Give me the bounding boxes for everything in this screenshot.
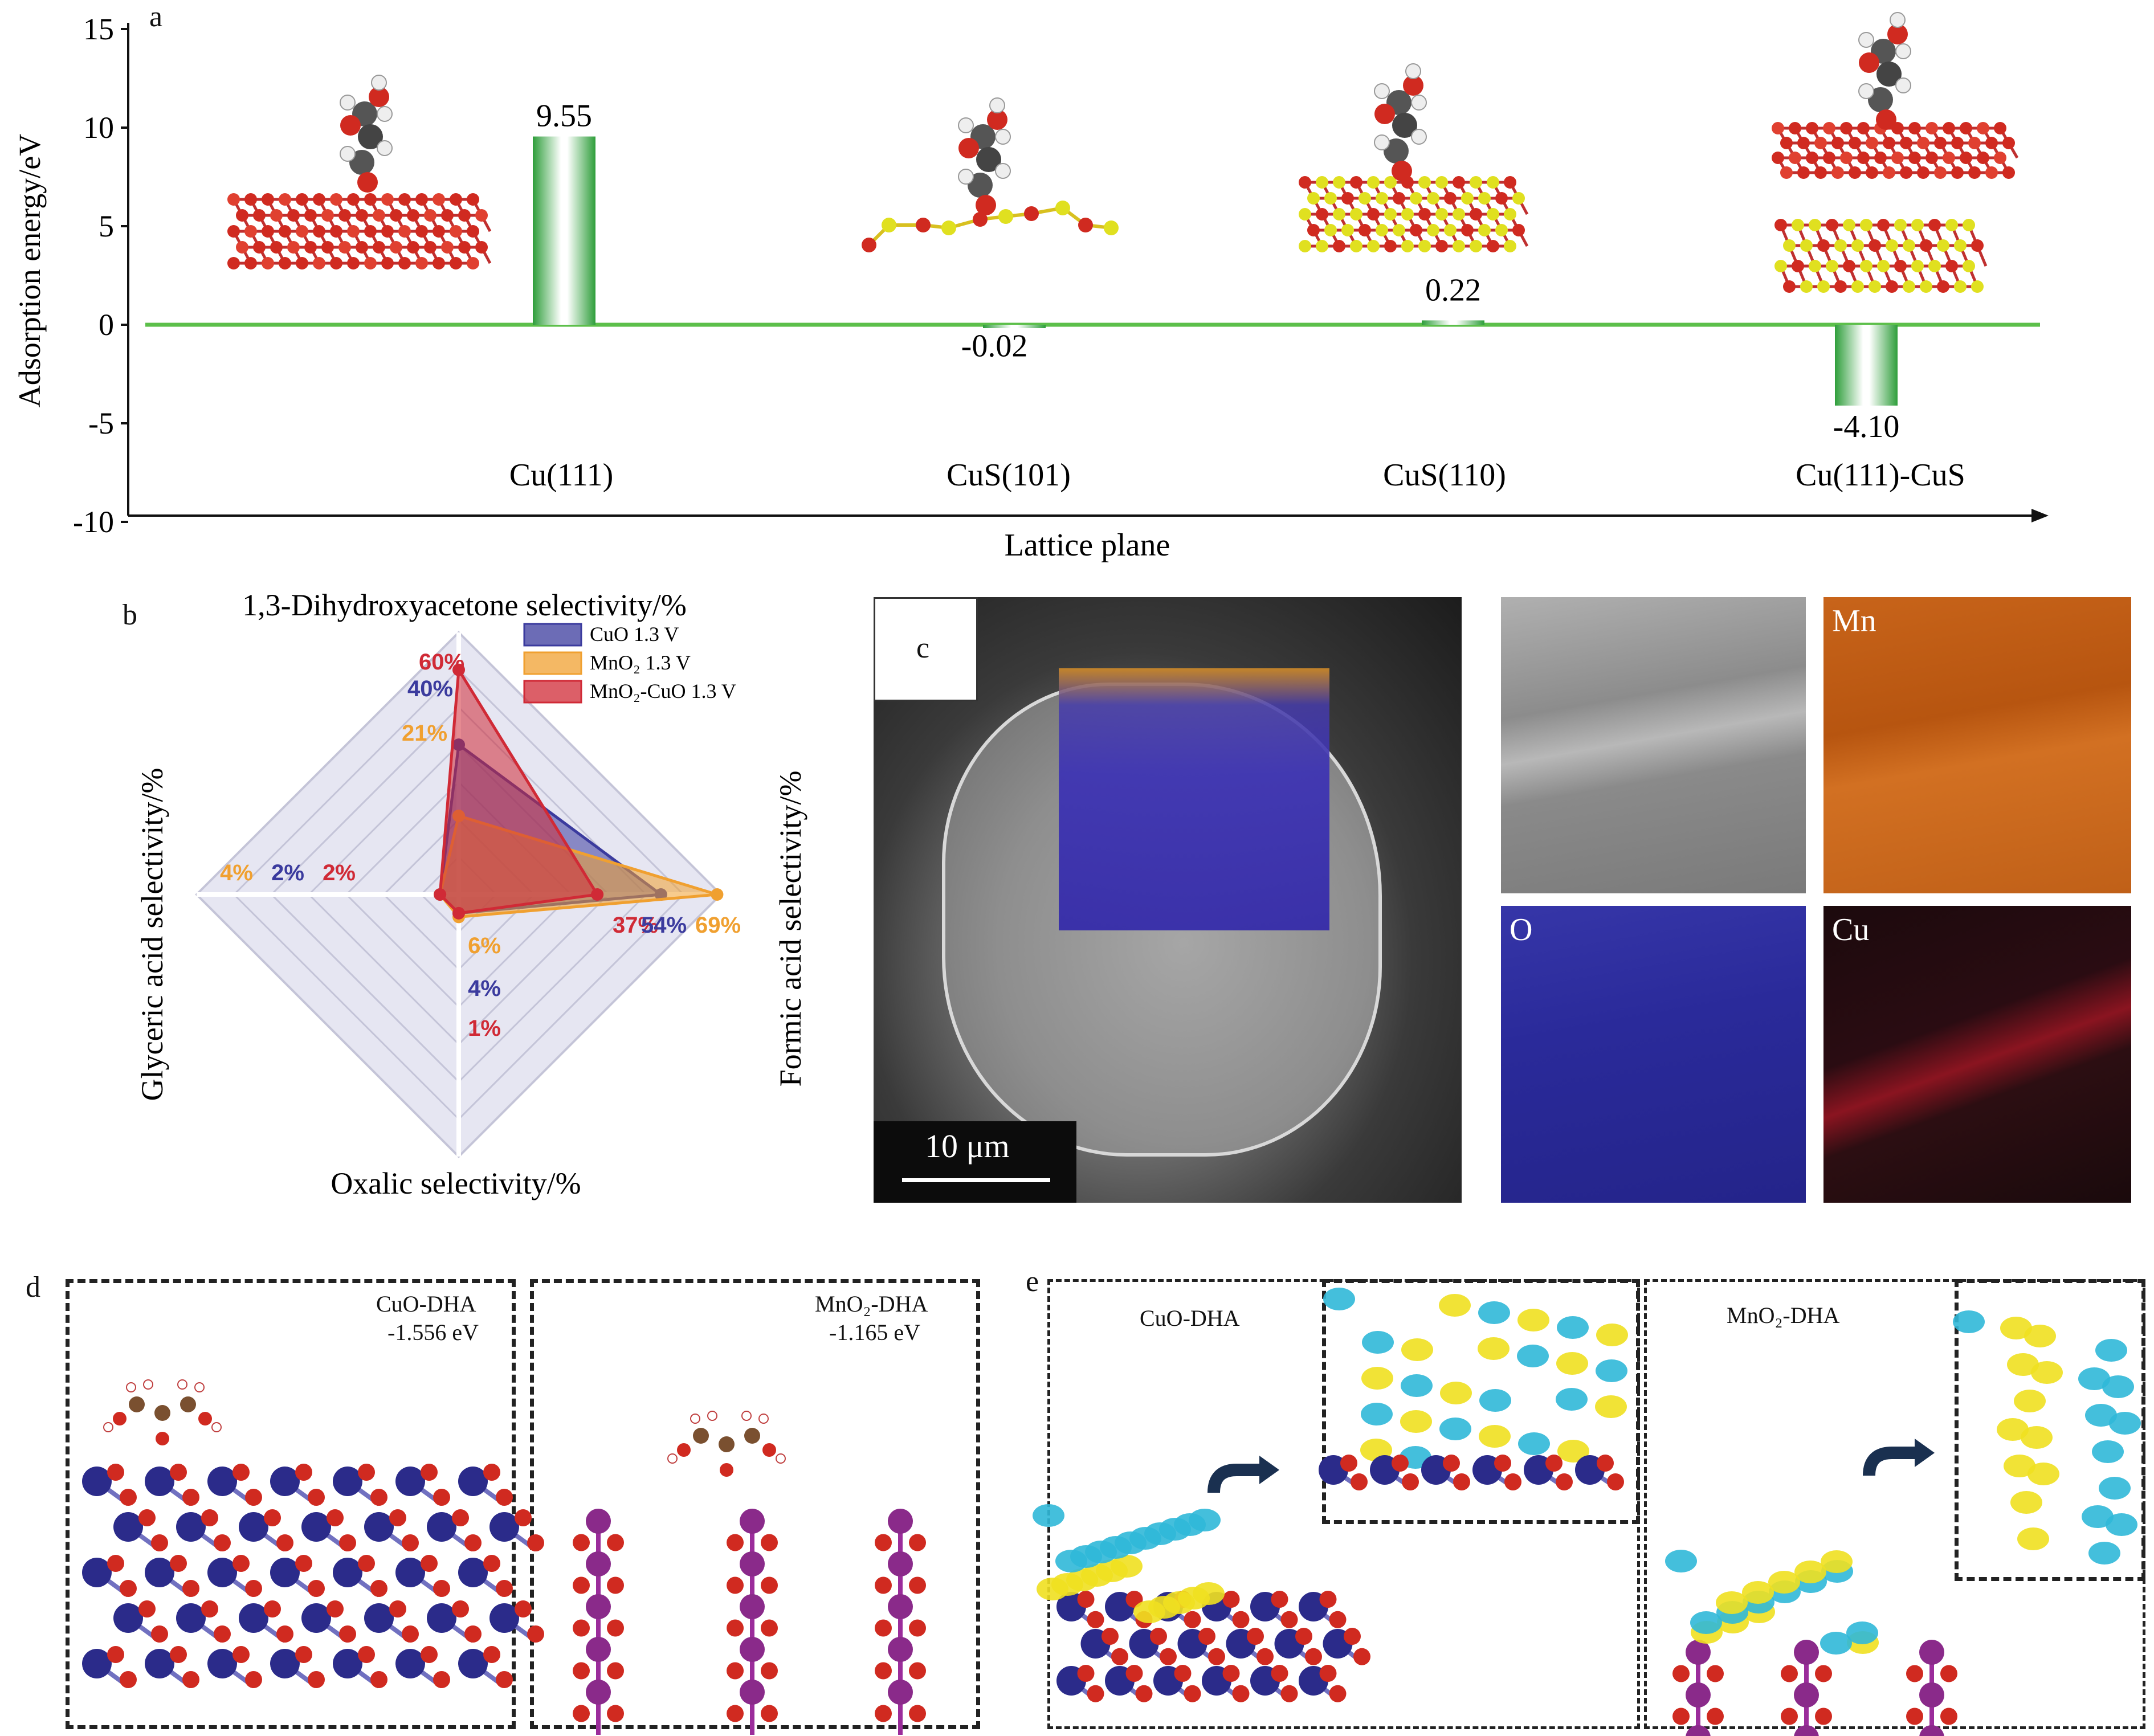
mno2-lattice [573,1411,926,1735]
eds-map-mn-label: Mn [1832,603,1876,639]
selectivity-radar-chart: 60%40% 21% 37%54% 69% 6% 4% 1% 4% 2% 2% 1,3-Dihyd… [135,588,807,1200]
mno2-charge-lattice [1665,1550,1957,1736]
cuo-dha-energy: -1.556 eV [387,1320,479,1345]
y-tick-label: 10 [83,111,114,145]
cus101-chain-structure [862,201,1119,252]
radar-axis-right-title: Formic acid selectivity/% [773,771,807,1087]
panel-label-a: a [149,1,163,33]
mno2-dha-inset-box [1955,1279,2145,1581]
eds-overlay-map [1059,668,1329,930]
x-axis-title: Lattice plane [1005,528,1170,563]
bar-value-label: 9.55 [536,99,592,134]
bar-1 [983,325,1046,328]
cuo-lattice [82,1379,544,1689]
radar-legend: CuO 1.3 V MnO₂ 1.3 V MnO₂-CuO 1.3 V [523,623,736,704]
y-tick-label: 0 [99,308,114,342]
mno2-dha-energy: -1.165 eV [829,1320,920,1345]
panel-label-d: d [26,1271,40,1304]
y-tick-label: -10 [73,505,114,539]
bar-value-label: -4.10 [1833,409,1900,444]
arrow-icon [1207,1464,1265,1493]
radar-value-label: 40% [407,676,453,701]
radar-point [452,663,465,676]
legend-swatch [523,623,582,647]
radar-value-label: 4% [220,860,253,885]
bar-2 [1422,320,1484,325]
eds-map-cu-label: Cu [1832,912,1870,947]
panel-e-structures [1033,1288,2141,1736]
cu111-slab-structure [227,193,492,269]
category-label: CuS(101) [947,458,1071,493]
category-label: Cu(111)-CuS [1796,458,1965,493]
bar-value-label: 0.22 [1425,272,1481,308]
bar-3 [1835,325,1898,406]
panel-d-structures [82,1379,926,1735]
mno2-charge-inset [1953,1310,2141,1565]
radar-axis-top-title: 1,3-Dihydroxyacetone selectivity/% [242,588,687,622]
cuo-dha-structure-box [66,1279,516,1729]
panel-label-e: e [1026,1265,1039,1298]
cu111-cus-slab-structure [1772,122,2019,293]
panel-label-b: b [123,599,137,631]
mno2-dha-structure-box [530,1279,980,1729]
category-label: Cu(111) [509,458,614,493]
radar-point [711,888,724,901]
cuo-dha-charge-label: CuO-DHA [1140,1305,1240,1331]
radar-value-label: 54% [641,913,687,938]
scale-bar-label: 10 μm [925,1128,1010,1165]
panel-label-c: c [916,632,930,664]
scale-bar-box [874,1121,1076,1203]
radar-value-label: 2% [271,860,304,885]
panel-c-label-box [874,597,978,701]
legend-swatch [523,651,582,675]
bar-0 [533,136,595,325]
legend-swatch [523,680,582,704]
scale-bar-line [902,1178,1050,1182]
legend-label: CuO 1.3 V [590,623,679,646]
mno2-dha-charge-label: MnO₂-DHA [1727,1302,1840,1328]
mno2-dha-name: MnO₂-DHA [815,1291,928,1317]
eds-map-cu: Cu [1823,906,2131,1203]
cuo-charge-lattice [1033,1504,1370,1702]
radar-point [452,906,465,920]
sem-overview-image: c 10 μm [874,597,1462,1203]
y-tick-label: 15 [83,12,114,46]
radar-axis-left-title: Glyceric acid selectivity/% [135,768,169,1101]
adsorption-energy-chart: 15 10 5 0 -5 -10 9.55 -0.02 0.22 -4.10 Cu(111) Cu… [13,12,2049,563]
x-axis-arrow [2031,509,2049,522]
eds-map-o: O [1501,906,1806,1203]
radar-axis-bottom-title: Oxalic selectivity/% [331,1166,581,1200]
category-label: CuS(110) [1383,458,1506,493]
bar-value-label: -0.02 [961,329,1028,364]
radar-value-label: 60% [419,650,464,675]
legend-label: MnO₂-CuO 1.3 V [590,680,736,702]
radar-value-label: 2% [323,860,356,885]
eds-map-mn: Mn [1823,597,2131,893]
radar-value-label: 21% [402,721,447,746]
y-tick-label: -5 [88,406,114,440]
radar-value-label: 37% [613,913,658,938]
cus110-slab-structure [1299,176,1529,252]
radar-value-label: 4% [468,976,501,1001]
legend-label: MnO₂ 1.3 V [590,651,691,674]
eds-map-o-label: O [1510,912,1533,947]
radar-point [591,888,604,901]
cuo-dha-inset-box [1322,1279,1640,1524]
radar-value-label: 6% [468,933,501,958]
radar-point [434,888,447,901]
radar-value-label: 69% [695,913,741,938]
cuo-charge-inset [1319,1288,1628,1490]
radar-value-label: 1% [468,1016,501,1041]
dha-molecule-group [340,12,1911,215]
y-tick-label: 5 [99,209,114,243]
sem-zoom-image [1501,597,1806,893]
y-axis-title: Adsorption energy/eV [13,134,47,407]
cuo-dha-name: CuO-DHA [376,1291,476,1317]
